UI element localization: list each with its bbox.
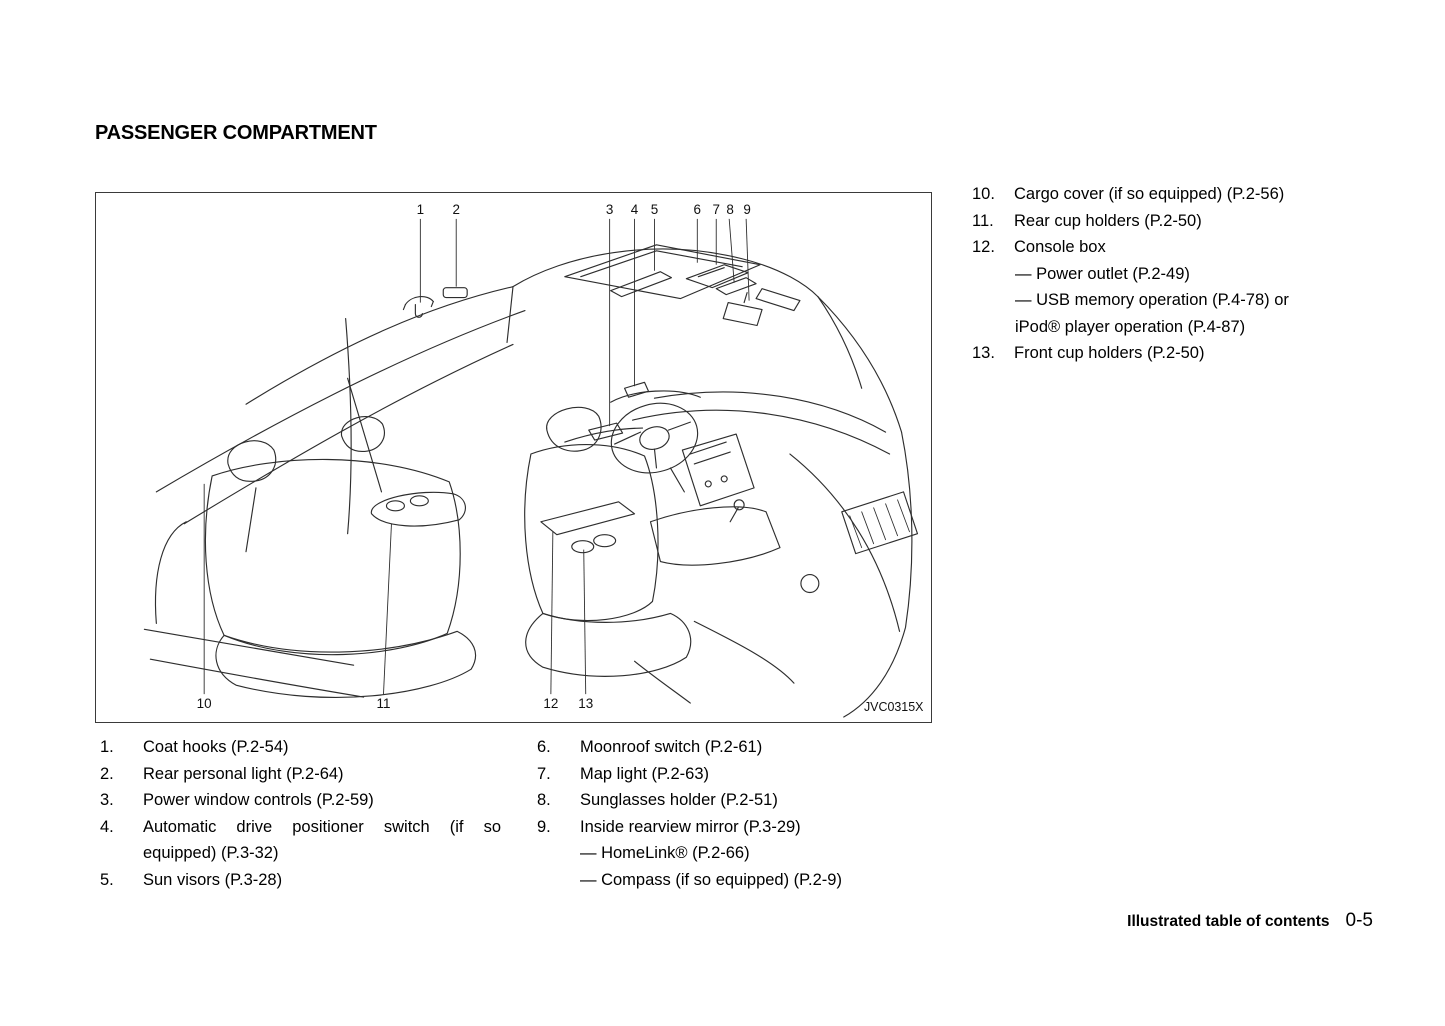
figure-image-code: JVC0315X <box>864 700 924 714</box>
diagram-strokes <box>143 244 919 718</box>
legend-item: 5. Sun visors (P.3-28) <box>100 867 504 894</box>
callout-label: 4 <box>631 202 639 217</box>
legend-item: 7. Map light (P.2-63) <box>537 761 929 788</box>
callout-label: 11 <box>377 696 391 711</box>
legend-sub-item: — Compass (if so equipped) (P.2-9) <box>537 867 929 894</box>
callout-label: 8 <box>726 202 733 217</box>
legend-item-number: 11. <box>972 211 994 230</box>
legend-item-text: Cargo cover (if so equipped) (P.2-56) <box>1014 185 1285 203</box>
legend-item: 6. Moonroof switch (P.2-61) <box>537 734 929 761</box>
legend-item: 3. Power window controls (P.2-59) <box>100 787 504 814</box>
legend-item-text: Inside rearview mirror (P.3-29) <box>580 817 801 836</box>
callout-label: 1 <box>417 202 424 217</box>
legend-item-number: 2. <box>100 764 114 783</box>
callout-label: 12 <box>543 696 558 711</box>
callout-label: 5 <box>651 202 658 217</box>
legend-item-number: 12. <box>972 238 995 256</box>
legend-item-text: Console box <box>1014 238 1106 256</box>
footer-page-number: 0-5 <box>1345 910 1373 931</box>
legend-item: 1. Coat hooks (P.2-54) <box>100 734 504 761</box>
legend-item-text: Coat hooks (P.2-54) <box>143 738 289 756</box>
callout-numbers: 1 2 3 4 5 6 7 8 9 10 11 12 13 <box>197 202 751 711</box>
legend-item-number: 5. <box>100 870 114 889</box>
legend-middle-column: 6. Moonroof switch (P.2-61) 7. Map light… <box>537 734 929 893</box>
footer-section-label: Illustrated table of contents <box>1127 913 1330 930</box>
legend-item-text: Moonroof switch (P.2-61) <box>580 738 763 756</box>
legend-item-number: 9. <box>537 817 551 836</box>
legend-item-number: 3. <box>100 791 114 809</box>
callout-label: 2 <box>452 202 459 217</box>
legend-item-text: Rear cup holders (P.2-50) <box>1014 211 1202 230</box>
callout-label: 13 <box>578 696 593 711</box>
legend-item: 12. Console box <box>972 234 1376 261</box>
legend-item: 8. Sunglasses holder (P.2-51) <box>537 787 929 814</box>
legend-item-number: 7. <box>537 764 551 783</box>
legend-item-number: 4. <box>100 817 114 836</box>
legend-item-text: Map light (P.2-63) <box>580 764 710 783</box>
legend-sub-item-text: — USB memory operation (P.4-78) or iPod®… <box>1015 291 1289 336</box>
legend-item-text: Front cup holders (P.2-50) <box>1014 344 1205 362</box>
legend-item-number: 6. <box>537 738 551 756</box>
legend-item-number: 8. <box>537 791 551 809</box>
page-title: PASSENGER COMPARTMENT <box>95 122 377 144</box>
legend-sub-item-text: — Compass (if so equipped) (P.2-9) <box>580 870 842 889</box>
legend-sub-item: — Power outlet (P.2-49) <box>972 261 1376 288</box>
legend-left-column: 1. Coat hooks (P.2-54) 2. Rear personal … <box>100 734 504 893</box>
legend-sub-item-text: — HomeLink® (P.2-66) <box>580 844 750 862</box>
legend-item-number: 13. <box>972 344 995 362</box>
legend-item-text: Automatic drive positioner switch (if so… <box>143 817 501 863</box>
callout-label: 9 <box>743 202 750 217</box>
legend-item-text: Power window controls (P.2-59) <box>143 791 374 809</box>
legend-item-text: Sun visors (P.3-28) <box>143 870 283 889</box>
legend-sub-item: — USB memory operation (P.4-78) or iPod®… <box>972 287 1376 340</box>
interior-diagram-frame: 1 2 3 4 5 6 7 8 9 10 11 12 13 JVC0315X <box>95 192 932 723</box>
legend-item: 2. Rear personal light (P.2-64) <box>100 761 504 788</box>
page-footer: Illustrated table of contents 0-5 <box>1127 910 1373 932</box>
legend-item-number: 10. <box>972 185 995 203</box>
legend-sub-item: — HomeLink® (P.2-66) <box>537 840 929 867</box>
callout-label: 7 <box>712 202 719 217</box>
legend-right-column: 10. Cargo cover (if so equipped) (P.2-56… <box>972 181 1376 367</box>
legend-sub-item-text: — Power outlet (P.2-49) <box>1015 264 1190 283</box>
callout-label: 6 <box>694 202 701 217</box>
legend-item: 4. Automatic drive positioner switch (if… <box>100 814 504 867</box>
callout-label: 3 <box>606 202 613 217</box>
legend-item: 10. Cargo cover (if so equipped) (P.2-56… <box>972 181 1376 208</box>
callout-leader-lines <box>203 218 750 695</box>
callout-label: 10 <box>197 696 212 711</box>
legend-item-number: 1. <box>100 738 114 756</box>
legend-item: 13. Front cup holders (P.2-50) <box>972 340 1376 367</box>
car-interior-illustration: 1 2 3 4 5 6 7 8 9 10 11 12 13 JVC0315X <box>143 202 924 718</box>
legend-item: 9. Inside rearview mirror (P.3-29) <box>537 814 929 841</box>
legend-item: 11. Rear cup holders (P.2-50) <box>972 208 1376 235</box>
legend-item-text: Rear personal light (P.2-64) <box>143 764 344 783</box>
legend-item-text: Sunglasses holder (P.2-51) <box>580 791 778 809</box>
